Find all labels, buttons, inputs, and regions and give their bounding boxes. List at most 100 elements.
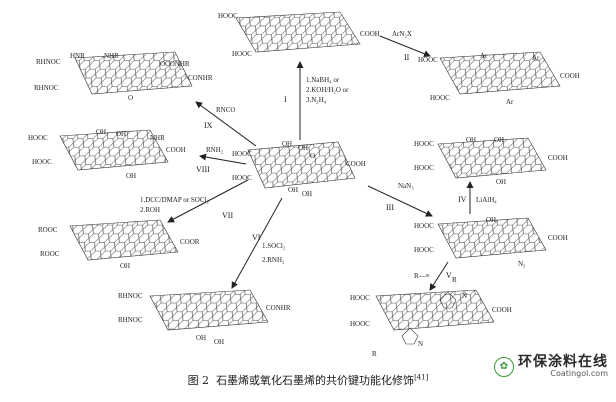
label-br-5: N <box>462 292 467 300</box>
label-tl-4: CONHR <box>188 74 213 82</box>
roman-IX: IX <box>204 121 213 130</box>
label-mr-0: HOOC <box>414 140 434 148</box>
cond-I-1: 2.KOH/H₂O or <box>306 86 349 94</box>
cond-VII-0: 1.DCC/DMAP or SOCl₂ <box>140 196 209 204</box>
label-ll-0: ROOC <box>38 226 58 234</box>
label-lr-0: HOOC <box>414 222 434 230</box>
sheet-top-right: HOOC HOOC Ar Ar COOH Ar <box>418 51 580 106</box>
caption-text: 石墨烯或氧化石墨烯的共价键功能化修饰 <box>216 374 415 387</box>
label-tl-6: O <box>128 94 133 102</box>
cond-VI-1: 2.RNH₂ <box>262 256 285 264</box>
label-br-4: R <box>372 350 377 358</box>
label-br-3: R <box>452 276 457 284</box>
cond-IV-0: LiAlH₄ <box>476 196 497 204</box>
label-bc-3: OH <box>196 334 206 342</box>
label-bc-1: RHNOC <box>118 316 143 324</box>
cond-II-0: ArN₂X <box>392 30 412 38</box>
label-ml-2: OH <box>96 128 106 136</box>
roman-VII: VII <box>222 211 233 220</box>
label-tl-5: NHR <box>104 52 119 60</box>
label-center-4: OH <box>298 144 308 152</box>
label-ll-1: ROOC <box>40 250 60 258</box>
roman-II: II <box>404 53 410 62</box>
label-ml-1: HOOC <box>32 158 52 166</box>
label-lr-2: OH <box>486 216 496 224</box>
label-ll-2: COOR <box>180 238 200 246</box>
sheet-top-left: RHNOC RHNOC HNR OCONHR CONHR NHR O <box>34 51 213 102</box>
caption-prefix: 图 2 <box>187 374 210 387</box>
sheet-top: HOOC HOOC COOH <box>218 11 380 58</box>
roman-IV: IV <box>458 195 467 204</box>
roman-III: III <box>386 203 394 212</box>
sheet-mid-right: HOOC HOOC OH OH COOH OH <box>414 136 568 186</box>
roman-VI: VI <box>252 233 261 242</box>
label-tr-0: HOOC <box>418 56 438 64</box>
label-ml-5: COOH <box>166 146 186 154</box>
label-ml-0: HOOC <box>28 134 48 142</box>
label-center-1: HOOC <box>232 174 252 182</box>
figure-caption: 图 2 石墨烯或氧化石墨烯的共价键功能化修饰[41] <box>0 372 616 388</box>
cond-III-0: NaN₃ <box>398 182 414 190</box>
arrow-reaction-IX <box>195 101 257 147</box>
label-lr-3: COOH <box>548 234 568 242</box>
label-bc-0: RHNOC <box>118 292 143 300</box>
watermark-title: 环保涂料在线 <box>518 354 608 370</box>
label-mr-3: OH <box>494 136 504 144</box>
label-lr-4: N₃ <box>518 260 526 268</box>
label-top-2: COOH <box>360 30 380 38</box>
arrow-reaction-V <box>429 261 449 291</box>
sheet-bottom-center: RHNOC RHNOC CONHR OH OH <box>118 289 291 346</box>
cond-I-2: 3.N₂H₄ <box>306 96 327 104</box>
cond-V-0: R—≡ <box>414 272 430 280</box>
label-tl-1: RHNOC <box>34 84 59 92</box>
label-mr-5: OH <box>496 178 506 186</box>
label-center-2: COOH <box>346 160 366 168</box>
cond-VI-0: 1.SOCl₂ <box>262 242 286 250</box>
label-tr-2: Ar <box>480 52 488 60</box>
arrow-reaction-VII <box>167 179 249 223</box>
label-bc-4: OH <box>214 338 224 346</box>
label-tr-5: Ar <box>506 98 514 106</box>
sheet-lower-right: HOOC HOOC OH COOH N₃ <box>414 216 568 268</box>
label-top-1: HOOC <box>232 50 252 58</box>
triazole-ring-icon <box>401 327 419 345</box>
label-ll-3: OH <box>120 262 130 270</box>
label-tl-2: HNR <box>70 52 85 60</box>
label-ml-6: OH <box>126 172 136 180</box>
leaf-circle-icon: ✿ <box>494 356 514 377</box>
sheet-lower-left: ROOC ROOC COOR OH <box>38 219 200 270</box>
label-center-5: O <box>310 152 315 160</box>
label-bc-2: CONHR <box>266 304 291 312</box>
watermark-site: Coatingol.com <box>550 369 608 378</box>
cond-VIII-0: RNH₂ <box>206 146 224 154</box>
label-tr-1: HOOC <box>430 94 450 102</box>
label-center-0: HOOC <box>232 150 252 158</box>
label-br-6: N <box>418 340 423 348</box>
roman-I: I <box>284 95 287 104</box>
label-ml-4: NHR <box>150 134 165 142</box>
arrow-reaction-III <box>367 185 433 217</box>
label-mr-2: OH <box>466 136 476 144</box>
label-tr-3: Ar <box>532 54 540 62</box>
arrow-reaction-VIII <box>199 153 247 165</box>
label-br-1: HOOC <box>350 320 370 328</box>
label-top-0: HOOC <box>218 12 238 20</box>
label-center-3: OH <box>282 140 292 148</box>
label-center-7: OH <box>302 190 312 198</box>
arrow-reaction-VI <box>231 197 283 289</box>
triazole-ring-icon <box>439 291 457 309</box>
label-tr-4: COOH <box>560 72 580 80</box>
caption-ref: [41] <box>414 373 429 382</box>
label-lr-1: HOOC <box>414 246 434 254</box>
roman-V: V <box>446 271 452 280</box>
label-tl-3: OCONHR <box>160 60 190 68</box>
label-ml-3: OH <box>116 130 126 138</box>
sheet-bottom-right: HOOC HOOC COOH R R N N <box>350 276 512 358</box>
roman-VIII: VIII <box>196 165 210 174</box>
cond-IX-0: RNCO <box>216 106 235 114</box>
arrow-reaction-II <box>379 35 431 58</box>
label-br-0: HOOC <box>350 294 370 302</box>
label-mr-4: COOH <box>548 154 568 162</box>
label-center-6: OH <box>288 186 298 194</box>
